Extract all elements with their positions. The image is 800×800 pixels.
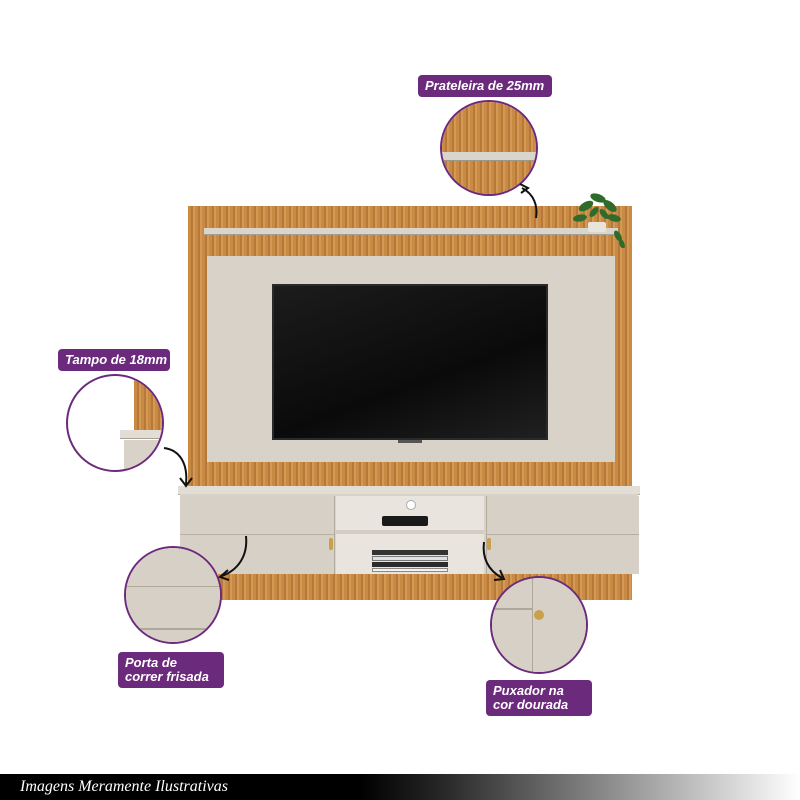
footer-bar — [0, 774, 800, 800]
callout-handle-label: Puxador na cor dourada — [486, 680, 592, 716]
callout-top-label: Tampo de 18mm — [58, 349, 170, 371]
tv-stand-foot — [398, 440, 422, 443]
gold-handle-right — [487, 538, 491, 550]
curved-arrow-icon — [482, 541, 506, 581]
television — [272, 284, 548, 440]
receiver-box — [382, 516, 428, 526]
footer-caption: Imagens Meramente Ilustrativas — [20, 778, 228, 795]
handle-zoom-circle — [490, 576, 588, 674]
curved-arrow-icon — [218, 535, 248, 581]
callout-shelf-label: Prateleira de 25mm — [418, 75, 552, 97]
center-niche — [336, 496, 484, 574]
door-zoom-circle — [124, 546, 222, 644]
curved-arrow-icon — [163, 447, 193, 488]
curved-arrow-icon — [519, 183, 538, 219]
top-zoom-circle — [66, 374, 164, 472]
callout-door-label: Porta de correr frisada — [118, 652, 224, 688]
plant-icon — [573, 193, 625, 248]
shelf-zoom-circle — [440, 100, 538, 196]
books-stack — [372, 550, 448, 572]
top-shelf — [204, 228, 618, 235]
gold-handle-left — [329, 538, 333, 550]
right-sliding-door — [486, 496, 639, 574]
